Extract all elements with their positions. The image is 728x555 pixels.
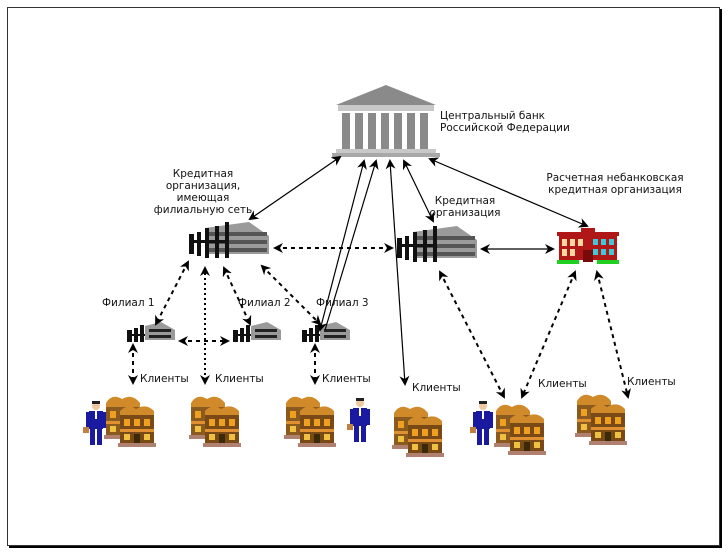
settlement-nbco-label: Расчетная небанковская кредитная организ… xyxy=(535,172,695,196)
clients-group-5 xyxy=(470,401,546,455)
clients-group-4 xyxy=(392,406,444,457)
arrow-nbco-clients5b xyxy=(520,270,577,399)
clients-group-3 xyxy=(284,396,370,447)
label-line: организация xyxy=(429,207,501,219)
label-line: Кредитная xyxy=(172,168,234,180)
arrow-hq-branch2 xyxy=(222,266,252,326)
label-line: организация, xyxy=(165,180,241,192)
central-bank-icon xyxy=(332,85,440,157)
businessman-icon xyxy=(347,398,370,442)
arrow-cb-creditorg-branches xyxy=(248,155,342,221)
houses-icon xyxy=(284,396,336,447)
clients-group-2 xyxy=(189,396,241,447)
arrow-nbco-clients6 xyxy=(594,270,631,399)
businessman-icon xyxy=(83,401,106,445)
houses-icon xyxy=(189,396,241,447)
credit-org-branches-icon xyxy=(189,222,269,258)
branch-3-label: Филиал 3 xyxy=(316,297,369,309)
credit-org-label: Кредитная организация xyxy=(420,195,510,219)
arrow-cb-nbco xyxy=(428,157,589,228)
businessman-icon xyxy=(470,401,493,445)
branch-2-label: Филиал 2 xyxy=(238,297,291,309)
clients-label-3: Клиенты xyxy=(322,373,371,385)
clients-label-5: Клиенты xyxy=(538,378,587,390)
credit-org-branches-label: Кредитная организация, имеющая филиальну… xyxy=(148,168,258,216)
label-line: кредитная организация xyxy=(548,184,682,196)
arrow-hq-branch3 xyxy=(260,264,322,326)
central-bank-label: Центральный банк Российской Федерации xyxy=(440,110,570,134)
branch-1-icon xyxy=(127,322,175,342)
arrow-cb-clients4 xyxy=(385,159,410,386)
arrow-creditorg-clients5a xyxy=(439,270,505,399)
clients-label-6: Клиенты xyxy=(627,376,676,388)
clients-label-1: Клиенты xyxy=(140,373,189,385)
houses-icon xyxy=(494,404,546,455)
clients-group-1 xyxy=(83,396,156,447)
houses-icon xyxy=(575,394,627,445)
branch-1-label: Филиал 1 xyxy=(102,297,155,309)
central-bank-label-line1: Центральный банк xyxy=(440,110,546,122)
arrow-hq-branch1 xyxy=(155,260,189,326)
branch-2-icon xyxy=(233,322,281,342)
credit-org-icon xyxy=(397,226,477,262)
label-line: Расчетная небанковская xyxy=(546,172,684,184)
clients-group-6 xyxy=(575,394,627,445)
houses-icon xyxy=(392,406,444,457)
label-line: Кредитная xyxy=(434,195,496,207)
central-bank-label-line2: Российской Федерации xyxy=(440,122,570,134)
clients-label-4: Клиенты xyxy=(412,382,461,394)
houses-icon xyxy=(104,396,156,447)
label-line: имеющая xyxy=(176,192,230,204)
label-line: филиальную сеть xyxy=(153,204,253,216)
clients-label-2: Клиенты xyxy=(215,373,264,385)
settlement-nbco-icon xyxy=(557,228,619,264)
